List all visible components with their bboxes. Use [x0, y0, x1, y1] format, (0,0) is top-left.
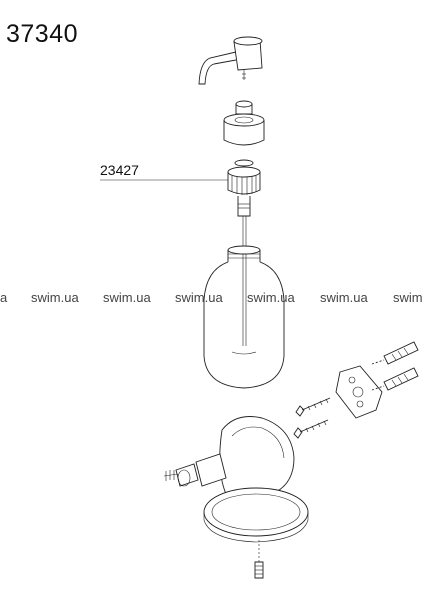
- watermark-text: swim.ua: [175, 290, 223, 305]
- bottom-screw: [254, 540, 264, 579]
- watermark-text: swim.ua: [247, 290, 295, 305]
- model-number: 37340: [6, 20, 79, 48]
- callout-label-23427: 23427: [100, 162, 139, 178]
- watermark-text: swim.ua: [103, 290, 151, 305]
- collar-ring: [223, 100, 265, 146]
- watermark-text: swim: [393, 290, 423, 305]
- pump-head: [198, 36, 263, 85]
- screws: [293, 397, 331, 439]
- holder-ring: [203, 487, 309, 543]
- wall-plugs: [371, 341, 419, 391]
- pump-body-23427: [227, 159, 261, 217]
- watermark-text: swim.ua: [31, 290, 79, 305]
- holder-cup: [163, 416, 295, 495]
- watermark-text: swim.ua: [320, 290, 368, 305]
- dip-tube: [242, 216, 247, 346]
- watermark-strip: a swim.ua swim.ua swim.ua swim.ua swim.u…: [0, 290, 424, 310]
- bottle: [203, 245, 285, 389]
- wall-bracket: [335, 365, 383, 419]
- watermark-text: a: [0, 290, 8, 305]
